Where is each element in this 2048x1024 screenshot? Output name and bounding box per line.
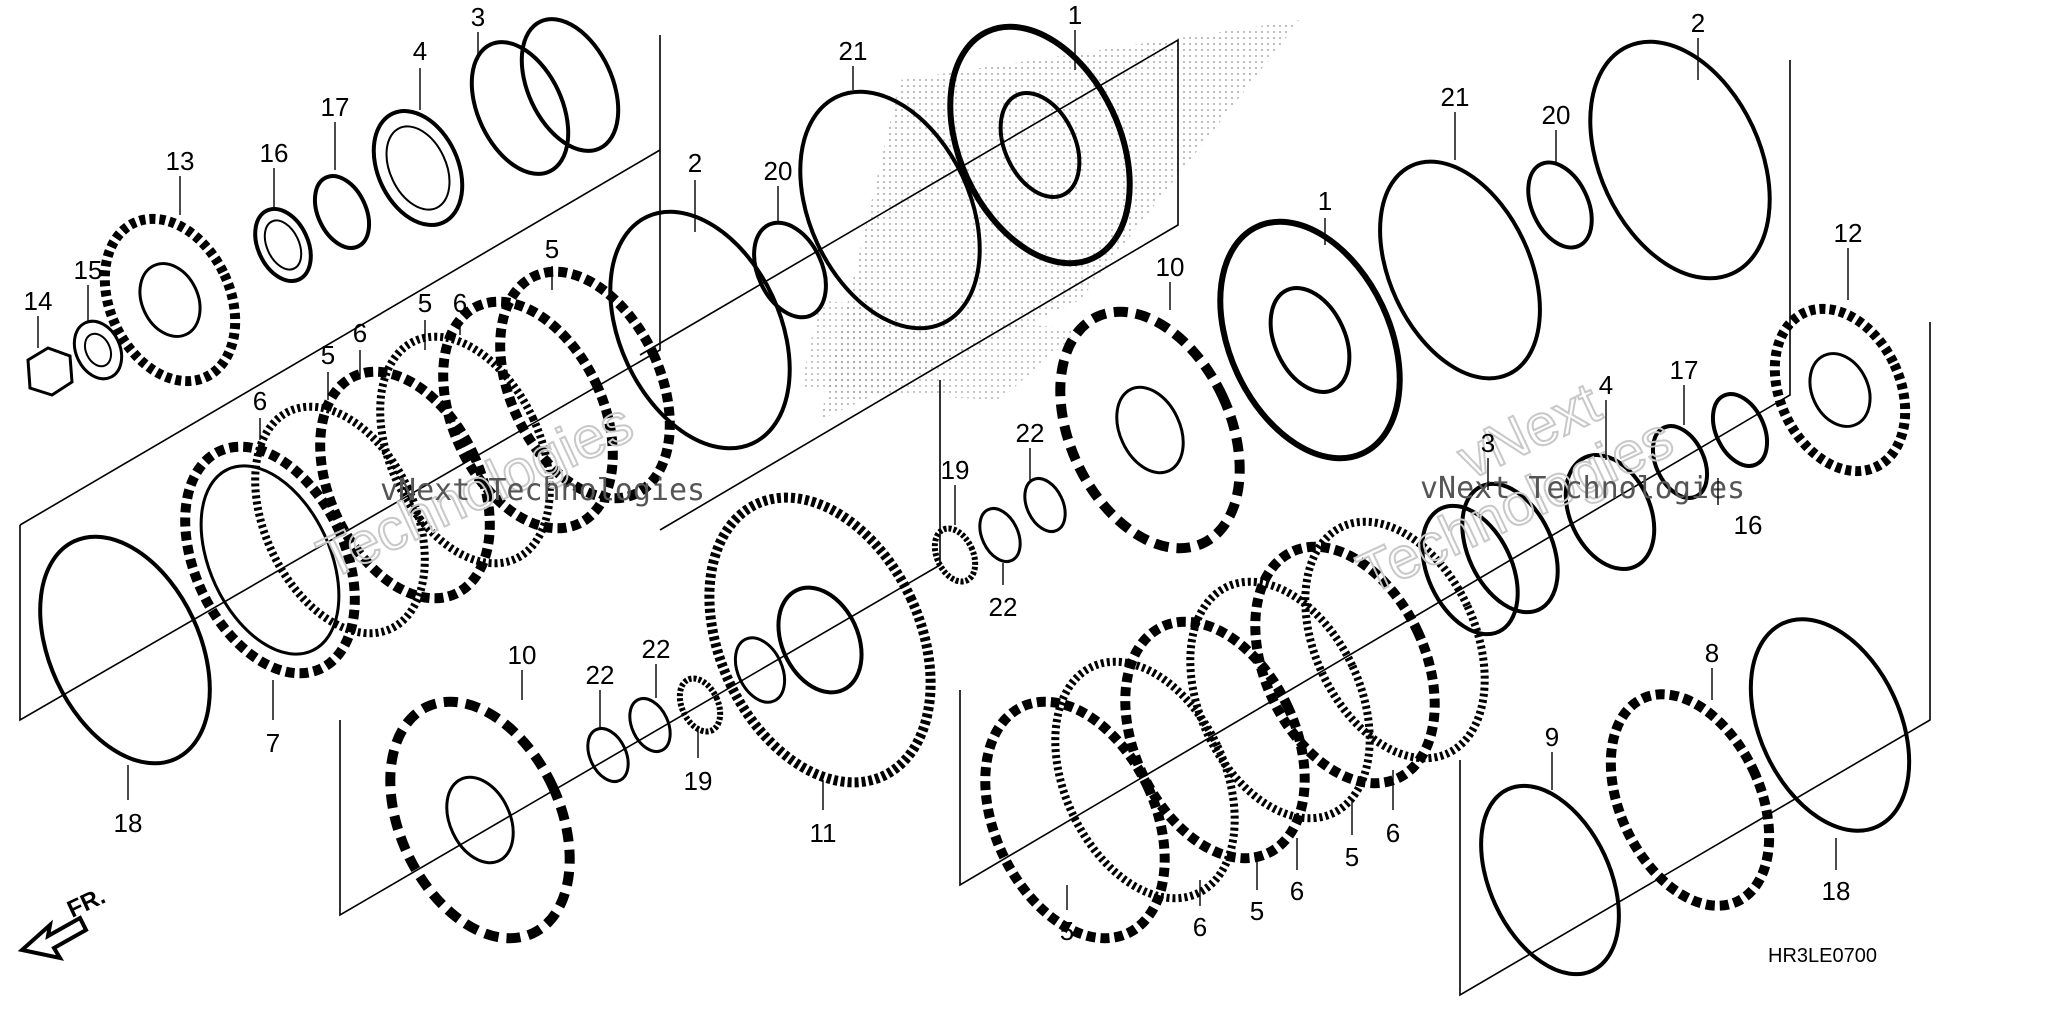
part-19-bearing-left <box>676 675 724 735</box>
part-20-ring-center <box>752 220 828 320</box>
part-clutch-pack-right <box>980 517 1489 944</box>
part-2-ring-right <box>1588 39 1772 281</box>
part-12-gear <box>1769 303 1911 477</box>
callout-5-a: 5 <box>545 234 559 264</box>
callout-19-center: 19 <box>941 455 970 485</box>
part-22-ring-left-a <box>586 727 630 783</box>
frame-center-top <box>639 38 1179 531</box>
part-17-snap-ring <box>312 174 372 250</box>
dotted-logo-watermark <box>800 20 1300 420</box>
callout-15: 15 <box>74 255 103 285</box>
callout-6-b: 6 <box>353 318 367 348</box>
part-20-ring-right <box>1526 160 1594 250</box>
part-2-ring-center <box>608 209 792 451</box>
diagram-code-label: HR3LE0700 <box>1768 945 1877 967</box>
part-11-gear-hub <box>704 492 936 788</box>
callout-11: 11 <box>810 818 837 848</box>
part-17-snap-ring-right <box>1650 424 1710 500</box>
callout-2-right: 2 <box>1691 8 1705 38</box>
callouts: 1 1 2 2 3 3 4 4 5 5 5 5 5 5 6 6 6 6 <box>24 0 1863 946</box>
callout-6-e: 6 <box>1290 876 1304 906</box>
frame-right-lower <box>1459 322 1931 997</box>
part-16-ring-right <box>1710 392 1770 468</box>
watermark-text-right: vNext Technologies <box>1420 471 1745 506</box>
callout-21-right: 21 <box>1441 82 1470 112</box>
callout-5-c: 5 <box>321 340 335 370</box>
callout-6-c: 6 <box>253 386 267 416</box>
part-9-ring <box>1479 783 1621 977</box>
callout-8: 8 <box>1705 638 1719 668</box>
callout-16-left: 16 <box>260 138 289 168</box>
part-22-ring-center-a <box>978 507 1022 563</box>
callout-5-b: 5 <box>418 288 432 318</box>
frame-left-assembly <box>19 35 661 722</box>
callout-14: 14 <box>24 286 53 316</box>
callout-7: 7 <box>266 728 280 758</box>
callout-4-left: 4 <box>413 36 427 66</box>
callout-4-right: 4 <box>1599 370 1613 400</box>
callout-10-left: 10 <box>508 640 537 670</box>
callout-16-right: 16 <box>1734 510 1763 540</box>
part-16-ring <box>253 206 313 284</box>
callout-17-right: 17 <box>1670 355 1699 385</box>
part-10-drum-left <box>385 696 575 944</box>
callout-21-center: 21 <box>839 36 868 66</box>
part-1-piston-right <box>1217 218 1403 462</box>
part-clutch-pack-left <box>180 266 675 679</box>
frame-center-bottom <box>339 380 941 917</box>
part-1-piston-top <box>947 23 1133 267</box>
callout-5-e: 5 <box>1250 896 1264 926</box>
callout-18-right: 18 <box>1822 876 1851 906</box>
part-18-snap-ring-right <box>1748 617 1912 833</box>
assembly-frames <box>19 35 1931 997</box>
callout-20-right: 20 <box>1542 100 1571 130</box>
watermark-text-left: vNext Technologies <box>380 473 705 508</box>
front-direction-label: FR. <box>63 883 109 924</box>
callout-22-center-a: 22 <box>1016 418 1045 448</box>
part-22-ring-center-b <box>1023 477 1067 533</box>
callout-1-right: 1 <box>1318 186 1332 216</box>
callout-5-f: 5 <box>1345 842 1359 872</box>
part-19-bearing-center <box>931 525 979 585</box>
part-13-gear <box>99 213 241 387</box>
part-3-spring-right <box>1420 481 1560 637</box>
part-4-plate-right <box>1563 453 1657 571</box>
frame-left-assembly-bottom <box>19 149 661 526</box>
part-3-spring <box>469 17 621 176</box>
callout-18-left: 18 <box>114 808 143 838</box>
callout-19-left: 19 <box>684 766 713 796</box>
parts <box>26 17 1912 977</box>
front-direction-indicator: FR. <box>17 883 110 961</box>
part-22-ring-left-b <box>628 697 672 753</box>
callout-5-d: 5 <box>1060 916 1074 946</box>
callout-22-center-b: 22 <box>989 592 1018 622</box>
callout-6-a: 6 <box>453 288 467 318</box>
callout-10-center: 10 <box>1156 252 1185 282</box>
callout-17-left: 17 <box>321 92 350 122</box>
callout-3-left: 3 <box>471 2 485 32</box>
callout-6-f: 6 <box>1386 818 1400 848</box>
part-21-ring-center <box>798 89 982 331</box>
callout-2-center: 2 <box>688 148 702 178</box>
part-18-snap-ring-left <box>38 534 212 766</box>
callout-3-right: 3 <box>1481 428 1495 458</box>
part-8-plate <box>1605 689 1775 911</box>
callout-9: 9 <box>1545 722 1559 752</box>
front-arrow-icon <box>17 915 89 961</box>
frame-right-upper <box>959 60 1791 887</box>
part-4-plate <box>371 109 465 227</box>
callout-1-top: 1 <box>1068 0 1082 30</box>
callout-6-d: 6 <box>1193 912 1207 942</box>
callout-13: 13 <box>166 146 195 176</box>
callout-22-left-a: 22 <box>586 660 615 690</box>
callout-20-center: 20 <box>764 156 793 186</box>
part-14-nut <box>26 346 74 397</box>
part-21-ring-right <box>1378 159 1542 381</box>
part-15-washer <box>72 319 124 381</box>
part-10-drum-center <box>1055 306 1245 554</box>
callout-12: 12 <box>1834 218 1863 248</box>
callout-22-left-b: 22 <box>642 634 671 664</box>
